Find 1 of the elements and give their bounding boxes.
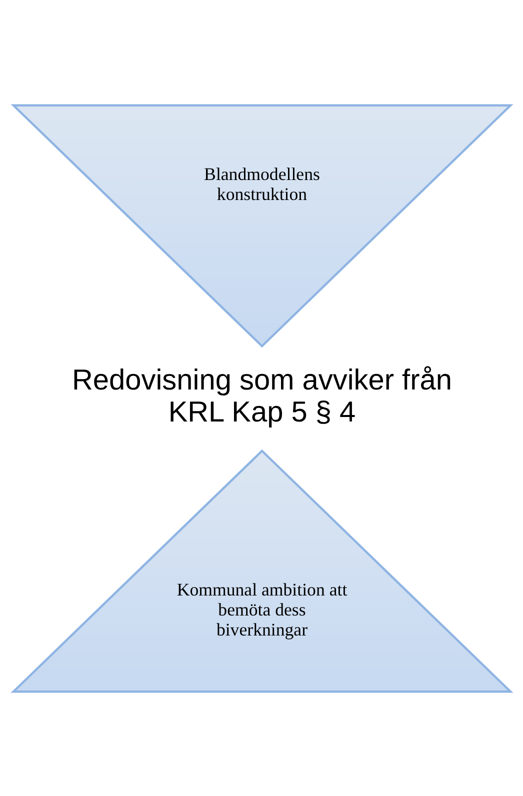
- label: Redovisning som avviker från KRL Kap 5 § 4: [72, 364, 452, 428]
